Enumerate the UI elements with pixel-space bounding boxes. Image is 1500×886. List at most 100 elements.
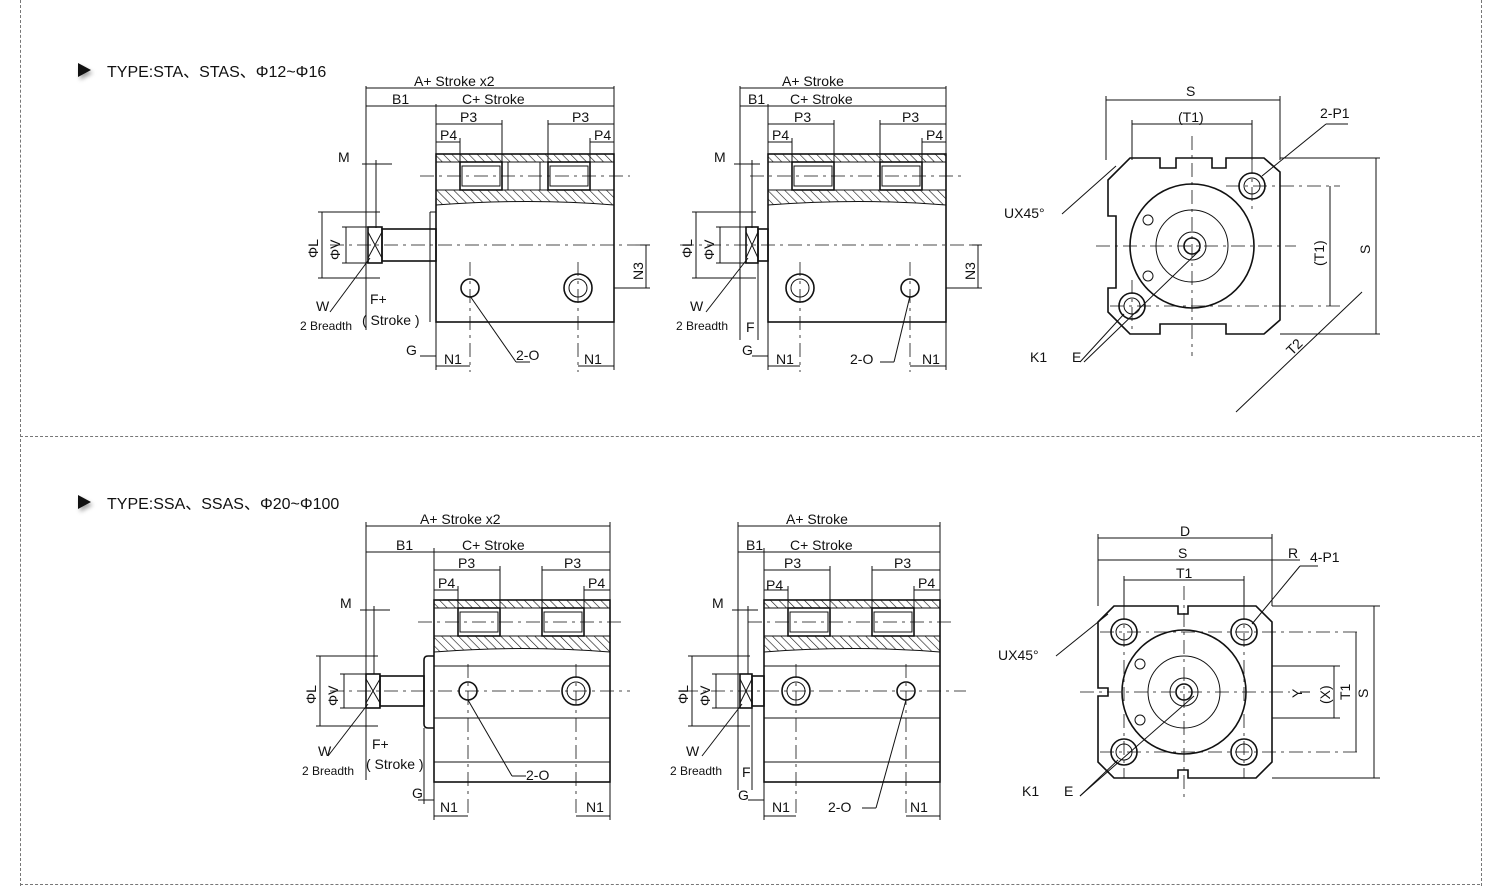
sta-end-view <box>1061 96 1380 413</box>
dim-p4: P4 <box>766 577 783 593</box>
ssa-end-view <box>1055 534 1380 800</box>
dim-p4: P4 <box>926 127 943 143</box>
dim-n1: N1 <box>444 351 462 367</box>
dim-phil: ΦL <box>675 685 691 704</box>
dim-n1: N1 <box>772 799 790 815</box>
dim-port-o: 2-O <box>850 351 873 367</box>
bullet-triangle-icon <box>78 495 91 509</box>
dim-n1: N1 <box>586 799 604 815</box>
dim-g: G <box>406 342 417 358</box>
dim-a: A+ Stroke <box>782 73 844 89</box>
dim-f: F+ <box>370 291 387 307</box>
section-title-ssa: TYPE:SSA、SSAS、Φ20~Φ100 <box>78 490 339 514</box>
sta-end-view-labels: S (T1) 2-P1 UX45° (T1) S K1 E T2 <box>1004 83 1373 365</box>
dim-g: G <box>738 787 749 803</box>
dim-port-o: 2-O <box>526 767 549 783</box>
drawing-frame <box>20 0 1482 886</box>
dim-p1: 4-P1 <box>1310 549 1340 565</box>
dim-n1: N1 <box>776 351 794 367</box>
ssa-side-view-single <box>684 522 966 820</box>
dim-n1: N1 <box>922 351 940 367</box>
dim-b1: B1 <box>392 91 409 107</box>
sta-side-view-double <box>318 86 650 372</box>
dim-r: R <box>1288 545 1298 561</box>
dim-s: S <box>1186 83 1195 99</box>
ssa-side-view-double-labels: A+ Stroke x2 B1 C+ Stroke P3 P3 P4 P4 M … <box>302 511 605 815</box>
dim-n1: N1 <box>440 799 458 815</box>
dim-p3: P3 <box>458 555 475 571</box>
sta-side-view-double-labels: A+ Stroke x2 B1 C+ Stroke P3 P3 P4 P4 M … <box>300 73 646 367</box>
dim-t1: (T1) <box>1178 109 1204 125</box>
dim-ux: UX45° <box>1004 205 1045 221</box>
dim-breadth: 2 Breadth <box>676 319 728 333</box>
dim-phil: ΦL <box>303 685 319 704</box>
dim-phil: ΦL <box>305 239 321 258</box>
dim-t1-side: (T1) <box>1311 240 1327 266</box>
dim-k1: K1 <box>1030 349 1047 365</box>
dim-phiv: ΦV <box>697 685 713 706</box>
dim-p4: P4 <box>438 575 455 591</box>
dim-c: C+ Stroke <box>462 537 525 553</box>
dim-phiv: ΦV <box>701 239 717 260</box>
dim-m: M <box>712 595 724 611</box>
dim-b1: B1 <box>748 91 765 107</box>
section-title-text: TYPE:SSA、SSAS、Φ20~Φ100 <box>107 496 340 513</box>
section-divider <box>20 436 1480 437</box>
dim-x: (X) <box>1317 685 1333 704</box>
dim-breadth: 2 Breadth <box>670 764 722 778</box>
dim-a: A+ Stroke x2 <box>420 511 501 527</box>
section-title-text: TYPE:STA、STAS、Φ12~Φ16 <box>107 64 327 81</box>
dim-breadth: 2 Breadth <box>302 764 354 778</box>
dim-p1: 2-P1 <box>1320 105 1350 121</box>
dim-w: W <box>318 743 332 759</box>
dim-m: M <box>714 149 726 165</box>
ssa-end-view-labels: D S R 4-P1 T1 UX45° Y (X) T1 S K1 E <box>998 523 1371 799</box>
hatched-wall <box>435 153 615 163</box>
dim-w: W <box>690 298 704 314</box>
dim-d: D <box>1180 523 1190 539</box>
dim-n3: N3 <box>630 262 646 280</box>
dim-f-stroke: ( Stroke ) <box>362 312 420 328</box>
dim-n1: N1 <box>910 799 928 815</box>
sta-side-view-single-labels: A+ Stroke B1 C+ Stroke P3 P3 P4 P4 M ΦL … <box>676 73 978 367</box>
dim-p4: P4 <box>918 575 935 591</box>
dim-y: Y <box>1289 688 1305 698</box>
dim-p3: P3 <box>902 109 919 125</box>
dim-g: G <box>742 342 753 358</box>
dim-p3: P3 <box>460 109 477 125</box>
dim-s-side: S <box>1355 689 1371 698</box>
bullet-triangle-icon <box>78 63 91 77</box>
ssa-side-view-single-labels: A+ Stroke B1 C+ Stroke P3 P3 P4 P4 M ΦL … <box>670 511 935 815</box>
dim-f-stroke: ( Stroke ) <box>366 756 424 772</box>
dim-p3: P3 <box>572 109 589 125</box>
dim-g: G <box>412 785 423 801</box>
dim-a: A+ Stroke x2 <box>414 73 495 89</box>
dim-p4: P4 <box>440 127 457 143</box>
dim-breadth: 2 Breadth <box>300 319 352 333</box>
dim-t1-side: T1 <box>1337 683 1353 700</box>
dim-k1: K1 <box>1022 783 1039 799</box>
dim-port-o: 2-O <box>828 799 851 815</box>
dim-c: C+ Stroke <box>462 91 525 107</box>
dim-s-side: S <box>1357 245 1373 254</box>
dim-m: M <box>340 595 352 611</box>
dim-w: W <box>316 298 330 314</box>
ssa-side-view-double <box>316 522 630 820</box>
dim-port-o: 2-O <box>516 347 539 363</box>
dim-f: F+ <box>372 736 389 752</box>
dim-n1: N1 <box>584 351 602 367</box>
dim-e: E <box>1064 783 1073 799</box>
dim-p4: P4 <box>772 127 789 143</box>
dim-p3: P3 <box>564 555 581 571</box>
dim-p3: P3 <box>794 109 811 125</box>
dim-a: A+ Stroke <box>786 511 848 527</box>
dim-w: W <box>686 743 700 759</box>
dim-c: C+ Stroke <box>790 537 853 553</box>
dim-p3: P3 <box>784 555 801 571</box>
dim-phil: ΦL <box>679 239 695 258</box>
dim-p4: P4 <box>588 575 605 591</box>
dim-p3: P3 <box>894 555 911 571</box>
dim-phiv: ΦV <box>325 685 341 706</box>
bottom-border <box>20 884 1480 885</box>
